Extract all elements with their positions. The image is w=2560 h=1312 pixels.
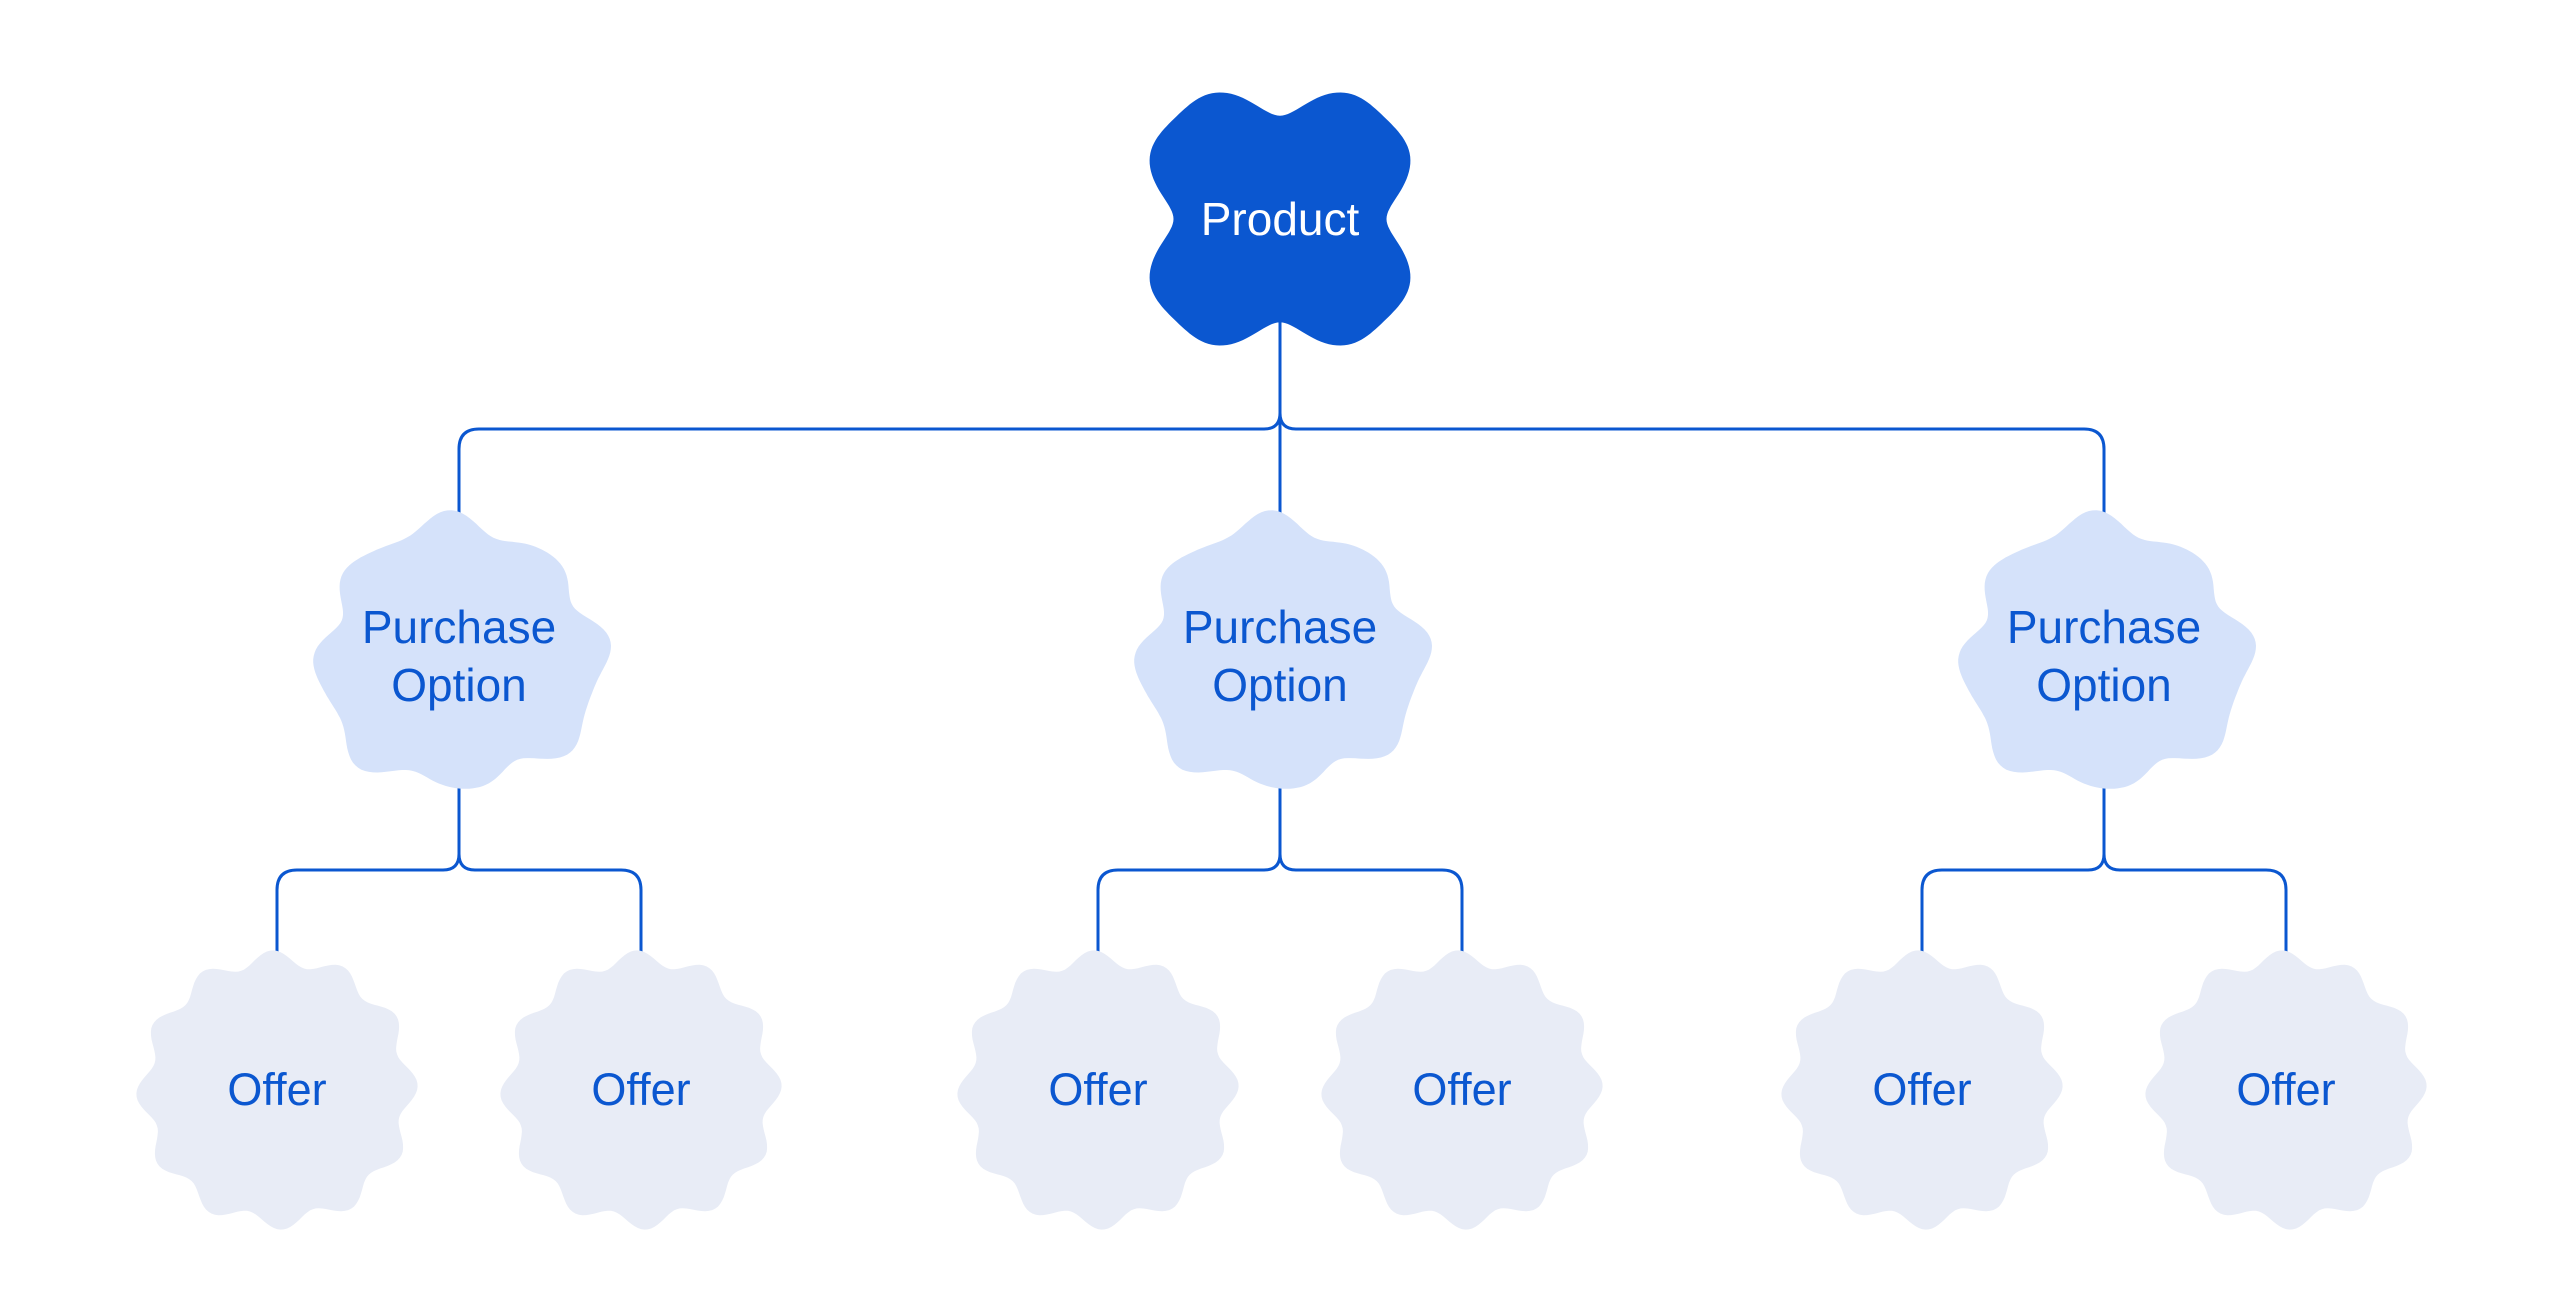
connector-line-4 [275,698,461,960]
offer-node-shape-5 [1781,950,2063,1230]
purchase-option-node-shape-1 [313,510,611,789]
offer-node-shape-3 [957,950,1239,1230]
offer-node-shape-6 [2145,950,2427,1230]
purchase-option-node-shape-2 [1134,510,1432,789]
purchase-option-node-shape-3 [1958,510,2256,789]
connector-line-5 [457,698,643,960]
product-node-shape [1149,92,1411,346]
connector-line-8 [1920,698,2106,960]
connector-line-7 [1278,698,1464,960]
connector-line-6 [1096,698,1282,960]
connector-line-2 [457,248,1282,537]
connector-line-3 [1278,248,2106,537]
connector-line-9 [2102,698,2288,960]
offer-node-shape-2 [500,950,782,1230]
offer-node-shape-1 [136,950,418,1230]
offer-node-shape-4 [1321,950,1603,1230]
